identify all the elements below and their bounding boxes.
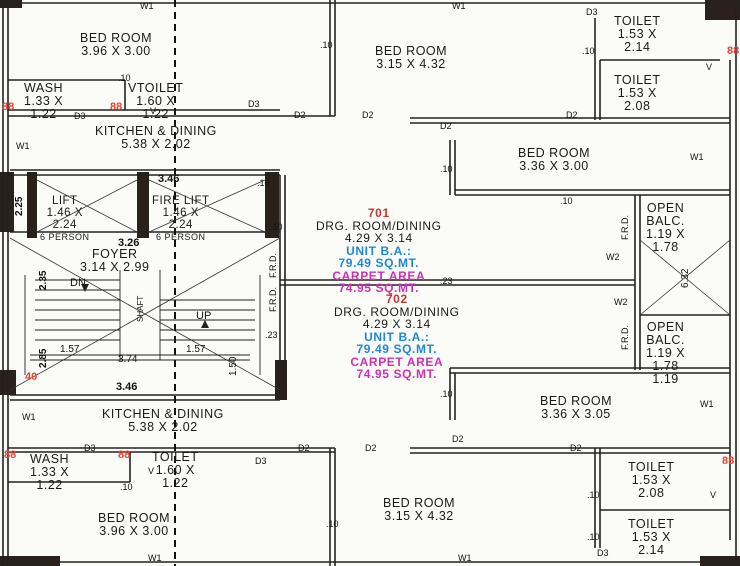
frd-label-702: F.R.D. [620,324,630,350]
dim-157-right: 1.57 [186,344,206,355]
vent-v-vtoilet: V [150,106,157,116]
red-marker-40: 40 [25,371,38,383]
dim-346-bottom: 3.46 [116,381,138,393]
red-marker-88-top: 88 [727,45,740,57]
window-w1-bed-right-bottom: W1 [700,399,714,409]
window-w1-kitchen-bottom: W1 [22,412,36,422]
dim-225-lift: 2.25 [14,196,25,216]
red-marker-88-bottom-right: 88 [722,455,735,467]
unit-701: 701 DRG. ROOM/DINING 4.29 X 3.14 UNIT B.… [316,206,442,295]
door-d3-toilet-bottom: D3 [255,456,267,466]
stair-arrows [81,284,209,328]
frd-label-701: F.R.D. [620,214,630,240]
door-d2-top-4: D2 [566,110,578,120]
door-d2-top-3: D2 [440,121,452,131]
frd-label-foyer-1: F.R.D. [268,252,278,278]
lift-crosses [9,179,731,391]
red-marker-88-bottom-left: 88 [4,449,17,461]
stair-up: UP [196,310,212,322]
marker-dot10-bed-mr: .10 [440,164,453,174]
marker-dot10-wash: .10 [118,73,131,83]
window-w1-top-left: W1 [140,1,154,11]
door-d3-top-right: D3 [586,7,598,17]
dim-150: 1.50 [228,356,239,376]
dim-374: 3.74 [118,354,138,365]
marker-dot23-2: .23 [265,330,278,340]
window-w1-kitchen-top: W1 [16,141,30,151]
red-marker-88-vtoilet: 88 [110,101,123,113]
staircase [24,270,261,375]
vent-v-bottom-right: V [710,490,717,500]
vent-v-bottom: V [148,466,155,476]
red-marker-88-wash-bottom: 88 [118,449,131,461]
marker-dot10-foyer: .10 [270,222,283,232]
marker-dot10-top: .10 [320,40,333,50]
door-d2-top-2: D2 [362,110,374,120]
dim-326: 3.26 [118,237,140,249]
window-w1-bottom-left: W1 [148,553,162,563]
door-d3-wash: D3 [74,111,86,121]
dim-632-balcony: 6.32 [680,268,691,288]
door-d3-wash-bottom: D3 [84,443,96,453]
shaft-label: SHAFT [136,295,145,322]
door-d3-bottom-right: D3 [597,548,609,558]
marker-dot23: .23 [440,276,453,286]
window-w1-top-middle: W1 [452,1,466,11]
marker-dot10-bed-mr2: .10 [560,196,573,206]
door-d3-vtoilet: D3 [248,99,260,109]
marker-dot10-bottom-3: .10 [326,519,339,529]
dim-235-stair: 2.35 [38,270,49,290]
marker-dot10-tr: .10 [582,46,595,56]
door-d2-bottom-1: D2 [452,434,464,444]
window-w2-702: W2 [614,297,628,307]
dim-346-top: 3.46 [158,173,180,185]
door-d2-bottom-2: D2 [298,443,310,453]
stair-dn: DN [70,277,86,289]
dim-285-stair: 2.85 [38,348,49,368]
window-w1-bottom-middle: W1 [458,553,472,563]
door-d2-top-1: D2 [294,110,306,120]
marker-dot10-bottom-1: .10 [120,482,133,492]
frd-label-foyer-2: F.R.D. [268,286,278,312]
unit-702: 702 DRG. ROOM/DINING 4.29 X 3.14 UNIT B.… [334,292,460,381]
door-d2-bottom-4: D2 [570,443,582,453]
red-marker-88-wash: 88 [2,101,15,113]
window-w1-bed-right-top: W1 [690,152,704,162]
window-w2-701: W2 [606,252,620,262]
vent-v-top: V [706,62,713,72]
marker-dot10-bed-mr-b: .10 [440,389,453,399]
marker-dot10-bottom-4: .10 [587,532,600,542]
marker-dot10-bottom-2: .10 [587,490,600,500]
marker-dot10-lift: .10 [257,178,270,188]
dim-157-left: 1.57 [60,344,80,355]
door-d2-bottom-3: D2 [365,443,377,453]
